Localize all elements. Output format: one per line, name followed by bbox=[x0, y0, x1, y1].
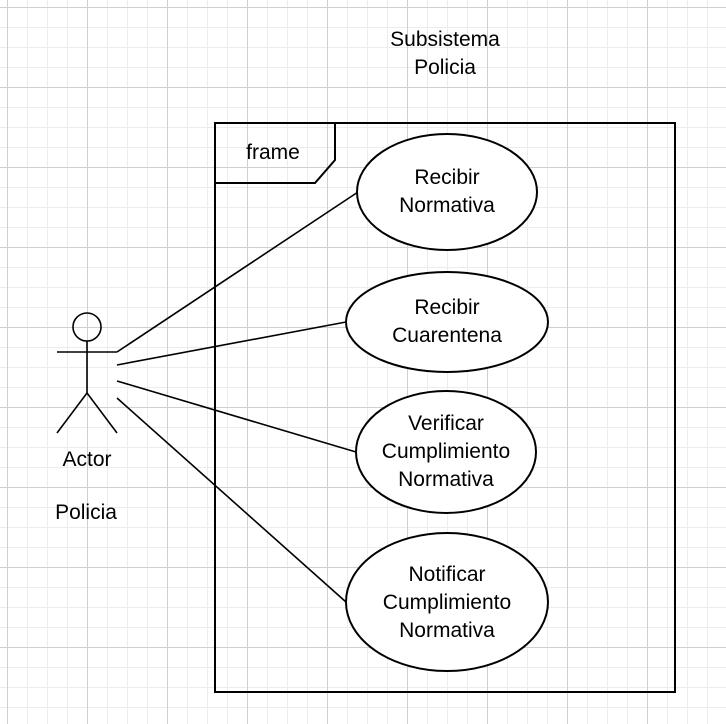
actor-right-leg bbox=[86, 392, 118, 434]
use-case-notificar-cumplimiento[interactable] bbox=[345, 532, 549, 672]
association-recibir-normativa[interactable] bbox=[116, 191, 359, 353]
association-notificar-cumplimiento[interactable] bbox=[116, 397, 347, 603]
actor-label: Actor bbox=[62, 448, 112, 471]
use-case-label-recibir-normativa: Recibir Normativa bbox=[399, 166, 495, 217]
system-boundary-frame[interactable] bbox=[214, 122, 676, 693]
use-case-label-verificar-cumplimiento: Verificar Cumplimiento Normativa bbox=[381, 412, 511, 491]
actor-name: Policia bbox=[55, 501, 117, 524]
association-recibir-cuarentena[interactable] bbox=[116, 321, 347, 366]
use-case-label-notificar-cumplimiento: Notificar Cumplimiento Normativa bbox=[382, 563, 512, 642]
use-case-verificar-cumplimiento[interactable] bbox=[355, 390, 537, 514]
use-case-label-recibir-cuarentena: Recibir Cuarentena bbox=[392, 296, 502, 347]
actor-head bbox=[72, 312, 102, 342]
use-case-recibir-cuarentena[interactable] bbox=[345, 271, 549, 373]
frame-tab bbox=[215, 123, 336, 184]
actor-stick-figure[interactable] bbox=[56, 312, 118, 434]
frame-label: frame bbox=[246, 141, 300, 164]
use-case-recibir-normativa[interactable] bbox=[356, 133, 538, 251]
association-verificar-cumplimiento[interactable] bbox=[116, 380, 357, 453]
diagram-title: Subsistema Policia bbox=[390, 28, 500, 79]
actor-left-leg bbox=[56, 392, 88, 434]
